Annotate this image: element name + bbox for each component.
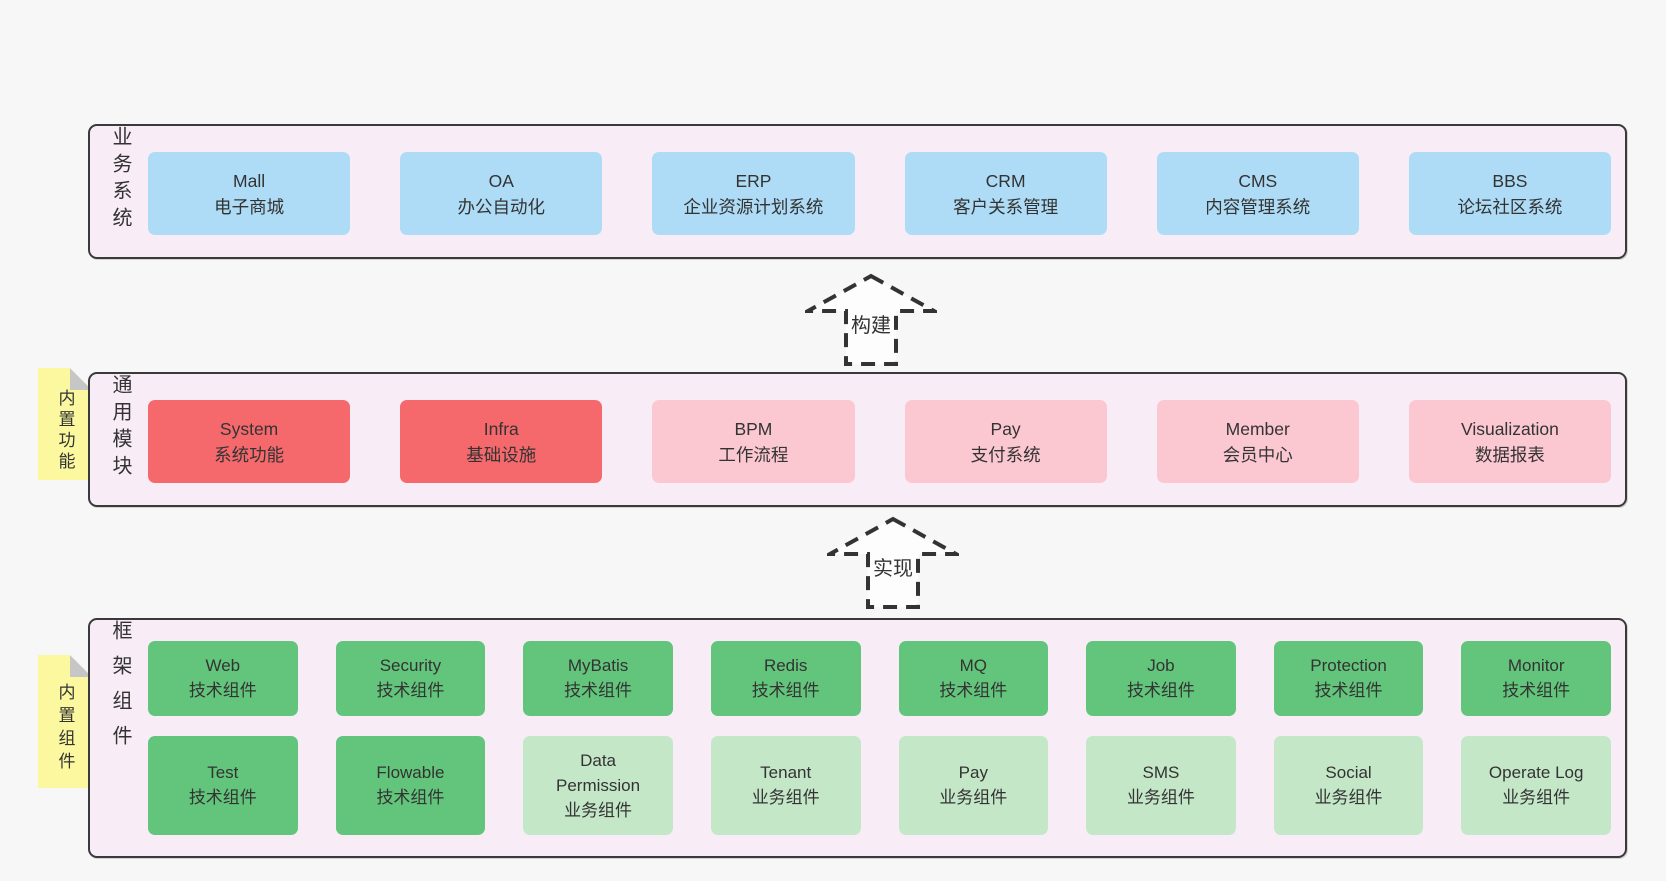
arrow-implement: 实现	[827, 516, 959, 610]
node-security: Security 技术组件	[335, 641, 486, 716]
business-nodes: Mall 电子商城 OA 办公自动化 ERP 企业资源计划系统 CRM 客户关系…	[148, 152, 1612, 235]
node-pay-component: Pay 业务组件	[898, 735, 1049, 835]
band-business-systems: 业务系统 Mall 电子商城 OA 办公自动化 ERP 企业资源计划系统 CRM…	[88, 124, 1627, 259]
node-erp: ERP 企业资源计划系统	[652, 152, 855, 235]
node-test: Test 技术组件	[148, 735, 298, 835]
node-mybatis: MyBatis 技术组件	[523, 641, 673, 716]
node-mq: MQ 技术组件	[898, 641, 1049, 716]
node-sms: SMS 业务组件	[1086, 735, 1236, 835]
band-common-modules: 通用模块 System 系统功能 Infra 基础设施 BPM 工作流程 Pay…	[88, 372, 1627, 507]
band-label-framework: 框架组件	[109, 620, 131, 760]
sticky-note-builtin-features: 内置功能	[38, 368, 92, 480]
node-social: Social 业务组件	[1273, 735, 1424, 835]
node-flowable: Flowable 技术组件	[335, 735, 486, 835]
module-nodes: System 系统功能 Infra 基础设施 BPM 工作流程 Pay 支付系统…	[148, 400, 1612, 483]
node-visualization: Visualization 数据报表	[1408, 400, 1612, 483]
node-job: Job 技术组件	[1086, 641, 1236, 716]
arrow-build-label: 构建	[848, 309, 894, 338]
node-cms: CMS 内容管理系统	[1156, 152, 1359, 235]
node-oa: OA 办公自动化	[400, 152, 603, 235]
node-data-permission: Data Permission 业务组件	[523, 735, 673, 835]
sticky-note-builtin-components: 内置组件	[38, 655, 92, 788]
node-bpm: BPM 工作流程	[652, 400, 855, 483]
node-member: Member 会员中心	[1156, 400, 1359, 483]
node-mall: Mall 电子商城	[148, 152, 351, 235]
band-framework-components: 框架组件 Web 技术组件 Security 技术组件 MyBatis 技术组件…	[88, 618, 1627, 858]
node-protection: Protection 技术组件	[1273, 641, 1424, 716]
node-system: System 系统功能	[148, 400, 351, 483]
node-crm: CRM 客户关系管理	[904, 152, 1107, 235]
node-operate-log: Operate Log 业务组件	[1461, 735, 1611, 835]
node-web: Web 技术组件	[148, 641, 298, 716]
band-label-modules: 通用模块	[109, 374, 131, 482]
node-pay-module: Pay 支付系统	[904, 400, 1107, 483]
band-label-business: 业务系统	[109, 126, 131, 234]
node-redis: Redis 技术组件	[710, 641, 861, 716]
node-monitor: Monitor 技术组件	[1461, 641, 1611, 716]
arrow-build: 构建	[805, 273, 937, 367]
node-tenant: Tenant 业务组件	[710, 735, 861, 835]
node-bbs: BBS 论坛社区系统	[1408, 152, 1612, 235]
arrow-implement-label: 实现	[870, 552, 916, 581]
node-infra: Infra 基础设施	[400, 400, 603, 483]
framework-nodes: Web 技术组件 Security 技术组件 MyBatis 技术组件 Redi…	[148, 641, 1611, 835]
